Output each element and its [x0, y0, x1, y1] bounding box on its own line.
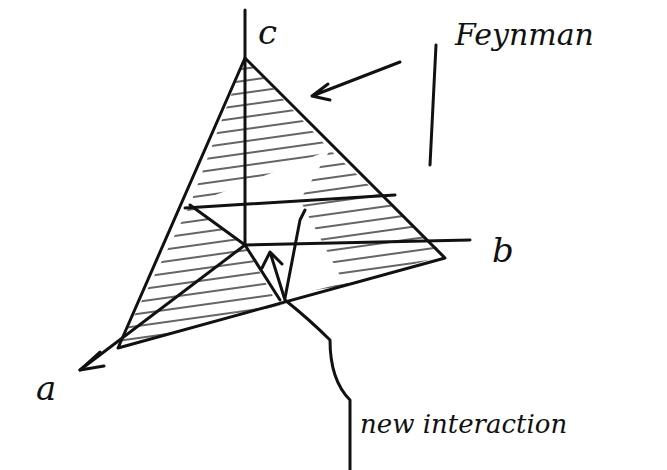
- axis-label: c: [258, 14, 277, 51]
- callout-label: new interaction: [360, 410, 567, 439]
- axis-label: a: [36, 370, 56, 407]
- callout-label: Feynman: [455, 18, 594, 51]
- axis-label: b: [492, 232, 514, 269]
